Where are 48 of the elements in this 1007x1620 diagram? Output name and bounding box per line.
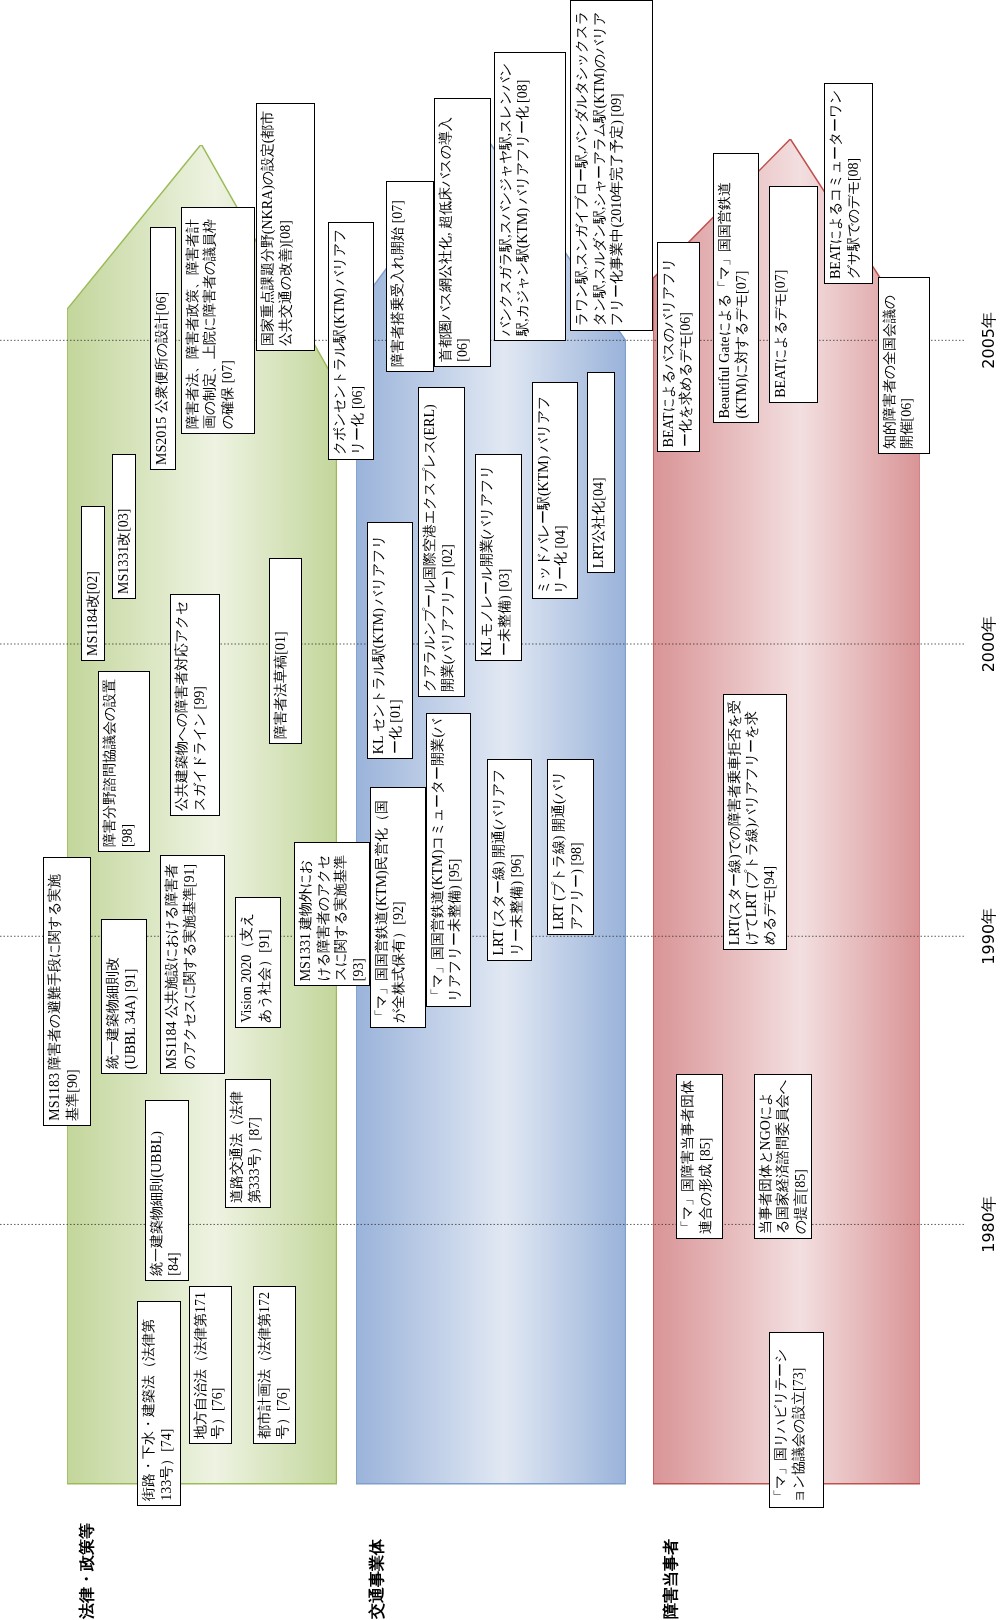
event-box: KL セントラル駅(KTM) バリアフリー化 [01] — [366, 521, 414, 760]
event-box: クアラルンプール国際空港エクスプレス(ERL)開業(バリアフリー) [02] — [418, 387, 465, 698]
event-box: バンクスガラ駅,スバンジャヤ駅,スレンバン駅,カジャン駅(KTM) バリアフリー化 [08] — [493, 51, 566, 341]
event-box: 障害者搭乗受入れ開始 [07] — [386, 180, 434, 372]
event-box: LRT(スター線)での障害者乗車拒否を受けてLRT (プトラ線)バリアフリーを求めるデモ[94] — [722, 694, 787, 951]
event-box: 首都圏バス網公社化, 超低床バスの導入 [06] — [433, 98, 491, 367]
event-box: 統一建築物細則改(UBBL 34A) [91] — [101, 919, 147, 1075]
event-box: 都市計画法（法律第172号）[76] — [253, 1285, 297, 1444]
event-box: KLモノレール開業(バリアフリー未整備) [03] — [475, 454, 522, 661]
event-box: LRT (プトラ線) 開通(バリアフリー) [98] — [547, 759, 594, 935]
event-box: ミッドバレー駅(KTM) バリアフリー化 [04] — [531, 382, 579, 600]
event-box: クボンセントラル駅(KTM) バリアフリー化 [06] — [328, 222, 374, 460]
event-box: Vision 2020（支えあう社会）[91] — [235, 896, 281, 1028]
event-box: BEATによるバスのバリアフリー化を求めるデモ[06] — [656, 241, 701, 453]
lane-heading: 法律・政策等 — [77, 1523, 98, 1620]
lane-heading: 交通事業体 — [366, 1539, 387, 1620]
event-box: MS1184改[02] — [80, 506, 106, 661]
event-box: ラワン駅,スンガイブロー駅,バンダルタシックスラタン駅,スルダン駅,シャーアラム駅(KTM)のバリアフリー化事業中(2010年完了予定) [09] — [570, 0, 653, 331]
year-label: 2005年 — [979, 311, 1000, 371]
event-box: 統一建築物細則(UBBL) [84] — [144, 1100, 189, 1281]
year-label: 1990年 — [979, 906, 1000, 967]
lane-heading: 障害当事者 — [661, 1539, 681, 1620]
event-box: MS1331 建物外における障害者のアクセスに関する実施基準[93] — [294, 841, 371, 987]
event-box: 当事者団体とNGOによる国家経済諮問委員会への提言[85] — [753, 1074, 813, 1240]
event-box: 知的障害者の全国会議の開催[06] — [877, 276, 930, 455]
event-box: 地方自治法（法律第171号）[76] — [189, 1285, 233, 1444]
event-box: LRT公社化[04] — [586, 371, 615, 574]
event-box: 障害者法草稿[01] — [268, 557, 302, 744]
event-box: 街路・下水・建築法（法律第133号）[74] — [137, 1301, 181, 1506]
event-box: 障害者法、障害者政策、障害者計画の制定、上院に障害者の議員枠の確保 [07] — [180, 206, 256, 434]
year-label: 1980年 — [979, 1195, 1000, 1255]
event-box: BEATによるコミューターワングサ駅でのデモ[08] — [824, 82, 873, 285]
event-box: MS1183 障害者の避難手段に関する実施基準[90] — [43, 857, 91, 1126]
event-box: MS1184 公共施設における障害者のアクセスに関する実施基準[91] — [160, 855, 226, 1075]
event-box: 道路交通法（法律第333号）[87] — [225, 1079, 271, 1209]
event-box: 「マ」国国営鉄道(KTM)コミューター開業(バリアフリー未整備) [95] — [425, 712, 471, 1007]
event-box: 国家重点課題分野(NKRA)の設定(都市公共交通の改善)[08] — [256, 103, 315, 352]
event-box: MS1331改[03] — [111, 454, 137, 600]
event-box: LRT (スター線) 開通(バリアフリー未整備) [96] — [487, 759, 532, 961]
year-label: 2000年 — [979, 614, 1000, 674]
event-box: Beautiful Gateによる「マ」国国営鉄道(KTM)に対するデモ[07] — [712, 152, 760, 424]
event-box: 「マ」国国営鉄道(KTM)民営化（国が全株式保有）[92] — [369, 787, 426, 1028]
event-box: 「マ」国障害当事者団体連合の形成 [85] — [676, 1074, 723, 1240]
event-box: 障害分野諮問協議会の設置[98] — [98, 671, 150, 853]
event-box: 公共建築物への障害者対応アクセスガイドライン [99] — [170, 593, 220, 816]
event-box: BEATによるデモ[07] — [769, 185, 818, 403]
event-box: MS2015 公衆便所の設計[06] — [149, 227, 176, 470]
event-box: 「マ」国リハビリテーション協議会の設立[73] — [769, 1332, 825, 1508]
